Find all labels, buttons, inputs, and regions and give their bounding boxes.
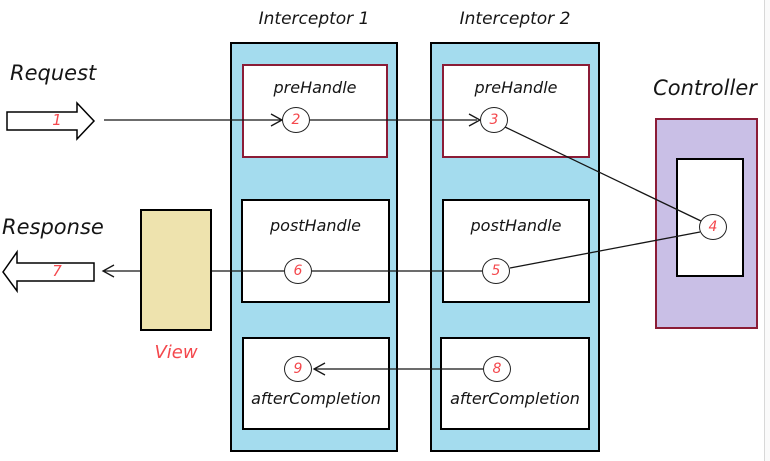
view-box	[140, 209, 212, 331]
step-1-number: 1	[52, 111, 62, 129]
arrowhead-into-response	[101, 264, 115, 278]
page-right-edge	[764, 0, 765, 461]
response-label: Response	[2, 215, 104, 239]
step-7-number: 7	[52, 262, 62, 280]
request-label: Request	[10, 61, 97, 85]
interceptor1-prehandle-box: preHandle	[242, 64, 388, 158]
interceptor2-prehandle-label: preHandle	[474, 78, 558, 97]
interceptor1-posthandle-box: postHandle	[241, 199, 390, 303]
step-5-number: 5	[491, 263, 501, 279]
step-circle-2: 2	[282, 107, 310, 133]
interceptor2-posthandle-box: postHandle	[442, 199, 590, 303]
interceptor2-prehandle-box: preHandle	[442, 64, 590, 158]
step-4-number: 4	[708, 219, 718, 235]
step-circle-5: 5	[482, 258, 510, 284]
view-label: View	[154, 342, 198, 363]
step-circle-8: 8	[483, 356, 511, 382]
step-3-number: 3	[489, 112, 499, 128]
step-9-number: 9	[293, 361, 303, 377]
interceptor2-aftercompletion-box: afterCompletion	[440, 337, 590, 430]
step-6-number: 6	[293, 263, 303, 279]
step-8-number: 8	[492, 361, 502, 377]
step-circle-3: 3	[480, 107, 508, 133]
interceptor1-title-label: Interceptor 1	[258, 9, 370, 29]
interceptor1-prehandle-label: preHandle	[273, 78, 357, 97]
step-circle-6: 6	[284, 258, 312, 284]
interceptor2-aftercompletion-label: afterCompletion	[450, 389, 580, 408]
step-2-number: 2	[291, 112, 301, 128]
interceptor1-posthandle-label: postHandle	[270, 216, 361, 235]
interceptor2-title-label: Interceptor 2	[459, 9, 571, 29]
step-circle-4: 4	[699, 214, 727, 240]
interceptor1-aftercompletion-box: afterCompletion	[242, 337, 390, 430]
interceptor1-aftercompletion-label: afterCompletion	[251, 389, 381, 408]
controller-label: Controller	[653, 76, 757, 100]
step-circle-9: 9	[284, 356, 312, 382]
page-right-margin	[765, 0, 770, 461]
interceptor2-posthandle-label: postHandle	[470, 216, 562, 235]
